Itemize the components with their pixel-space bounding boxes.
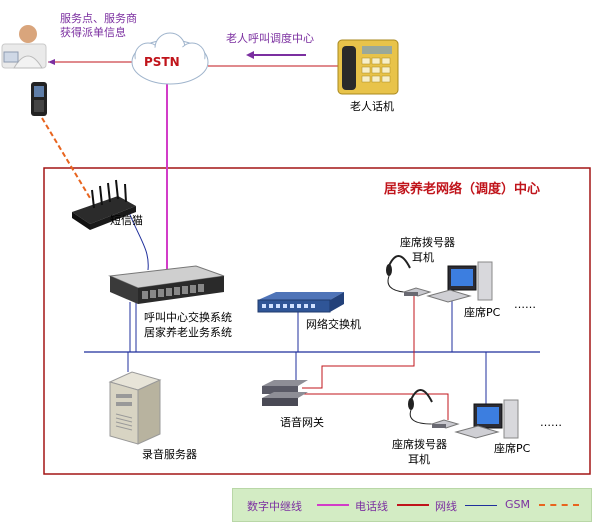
legend-network-line-label: 网线: [435, 500, 457, 513]
server-label-line1: 呼叫中心交换系统: [144, 311, 232, 324]
rack-server-icon: [108, 265, 225, 304]
gsm-line: [41, 117, 91, 199]
seat1-headset-label: 耳机: [412, 251, 434, 264]
service-label-line1: 服务点、服务商: [60, 12, 137, 25]
elder-phone-icon: [337, 39, 399, 95]
seat1-pc-label: 座席PC: [464, 306, 501, 319]
seat2-more: ……: [540, 416, 562, 429]
seat2-pc-label: 座席PC: [494, 442, 531, 455]
dispatch-label: 老人呼叫调度中心: [226, 32, 314, 45]
recording-server-icon: [108, 371, 162, 445]
seat2-pc-icon: [454, 399, 519, 439]
center-frame: [43, 167, 591, 475]
seat1-more: ……: [514, 298, 536, 311]
sms-modem-icon: [72, 179, 136, 230]
elder-phone-label: 老人话机: [350, 100, 394, 113]
seat2-headset-icon: [408, 389, 433, 425]
center-title: 居家养老网络（调度）中心: [384, 182, 541, 197]
voice-gateway-icon: [262, 380, 308, 406]
mobile-phone-icon: [31, 82, 47, 116]
modem-to-server-line: [127, 209, 149, 271]
legend: 数字中继线 电话线 网线 GSM: [232, 488, 592, 522]
recording-server-label: 录音服务器: [142, 448, 197, 461]
legend-digital-trunk-swatch: [317, 504, 349, 506]
service-label-line2: 获得派单信息: [60, 26, 126, 39]
network-switch-label: 网络交换机: [306, 318, 361, 331]
seat1-dialer-label: 座席拨号器: [400, 236, 455, 249]
seat1-dialer-icon: [402, 287, 432, 297]
seat2-dialer-icon: [430, 419, 460, 429]
legend-phone-line-label: 电话线: [355, 500, 388, 513]
legend-phone-line-swatch: [397, 504, 429, 506]
seat2-dialer-label: 座席拨号器: [392, 438, 447, 451]
arrow-to-service-icon: [48, 59, 55, 65]
legend-gsm-label: GSM: [505, 498, 530, 511]
dispatch-arrow-icon: [246, 51, 254, 59]
network-switch-icon: [257, 292, 344, 313]
voice-gateway-label: 语音网关: [280, 416, 324, 429]
seat1-pc-icon: [426, 261, 493, 303]
seat1-headset-icon: [386, 255, 411, 293]
pstn-cloud-icon: [131, 32, 209, 85]
service-person-icon: [1, 25, 47, 69]
legend-gsm-swatch: [539, 504, 579, 506]
phone-line-seat2: [302, 393, 449, 420]
seat2-headset-label: 耳机: [408, 453, 430, 466]
legend-network-line-swatch: [465, 505, 497, 506]
pstn-label: PSTN: [144, 55, 180, 69]
legend-digital-trunk-label: 数字中继线: [247, 500, 302, 513]
server-label-line2: 居家养老业务系统: [144, 326, 232, 339]
sms-modem-label: 短信猫: [110, 214, 143, 227]
phone-line-seat1: [302, 290, 415, 389]
